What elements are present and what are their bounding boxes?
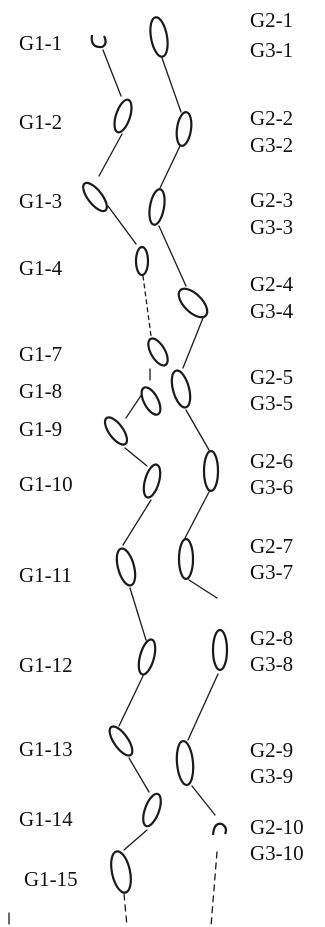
trackway-g2-g3-trail: [158, 57, 219, 927]
label-g3-10: G3-10: [250, 841, 304, 865]
footprint-g2-9: [175, 739, 195, 787]
label-g3-3: G3-3: [250, 215, 293, 239]
trackway-g1-trail: [98, 49, 152, 927]
footprint-g1-15: [110, 850, 132, 894]
label-g1-1: G1-1: [19, 31, 62, 55]
label-g1-15: G1-15: [24, 867, 78, 891]
g1-labels: G1-1 G1-2 G1-3 G1-4 G1-7 G1-8 G1-9 G1-10…: [19, 31, 78, 891]
label-g3-9: G3-9: [250, 764, 293, 788]
label-g2-4: G2-4: [250, 272, 294, 296]
label-g1-4: G1-4: [19, 256, 63, 280]
footprint-g2-5: [170, 369, 192, 409]
footprint-g2-8: [211, 628, 229, 672]
label-g3-6: G3-6: [250, 475, 293, 499]
footprint-g1-11: [115, 547, 137, 587]
label-g2-8: G2-8: [250, 626, 293, 650]
footprint-g2-2: [175, 111, 193, 147]
label-g1-11: G1-11: [19, 563, 72, 587]
label-g2-10: G2-10: [250, 815, 304, 839]
footprint-g1-14: [142, 792, 162, 828]
footprint-g1-4: [134, 245, 150, 277]
label-g3-4: G3-4: [250, 299, 294, 323]
label-g3-5: G3-5: [250, 391, 293, 415]
footprint-g2-1: [149, 16, 169, 58]
footprint-g1-12: [137, 638, 157, 676]
label-g2-1: G2-1: [250, 8, 293, 32]
trackway-g1-footprints: [82, 34, 169, 894]
label-g2-3: G2-3: [250, 188, 293, 212]
footprint-g2-10: [211, 822, 228, 836]
label-g3-1: G3-1: [250, 38, 293, 62]
footprint-g2-3: [148, 188, 166, 226]
footprint-g1-3: [82, 181, 108, 213]
label-g2-9: G2-9: [250, 738, 293, 762]
footprint-g2-7: [177, 537, 195, 581]
label-g1-14: G1-14: [19, 807, 73, 831]
footprint-g2-4: [177, 287, 209, 319]
label-g1-13: G1-13: [19, 737, 73, 761]
label-g1-2: G1-2: [19, 110, 62, 134]
footprint-g1-2: [113, 98, 133, 134]
label-g2-6: G2-6: [250, 449, 293, 473]
g2-g3-labels: G2-1 G3-1 G2-2 G3-2 G2-3 G3-3 G2-4 G3-4 …: [250, 8, 304, 865]
label-g1-9: G1-9: [19, 417, 62, 441]
label-g1-10: G1-10: [19, 472, 73, 496]
label-g1-8: G1-8: [19, 379, 62, 403]
label-g3-7: G3-7: [250, 560, 293, 584]
trackway-g2-g3-footprints: [148, 16, 229, 836]
label-g1-3: G1-3: [19, 189, 62, 213]
label-g2-2: G2-2: [250, 106, 293, 130]
label-g2-7: G2-7: [250, 534, 293, 558]
footprint-g1-1: [90, 34, 107, 49]
label-g3-8: G3-8: [250, 652, 293, 676]
label-g3-2: G3-2: [250, 133, 293, 157]
label-g1-12: G1-12: [19, 653, 73, 677]
footprint-g1-9: [103, 416, 129, 446]
footprint-g1-7: [147, 337, 169, 367]
label-g2-5: G2-5: [250, 365, 293, 389]
footprint-g1-8: [140, 386, 162, 416]
label-g1-7: G1-7: [19, 342, 62, 366]
footprint-g2-6: [202, 449, 220, 493]
footprint-g1-13: [108, 725, 134, 757]
footprint-g1-10: [142, 463, 162, 499]
